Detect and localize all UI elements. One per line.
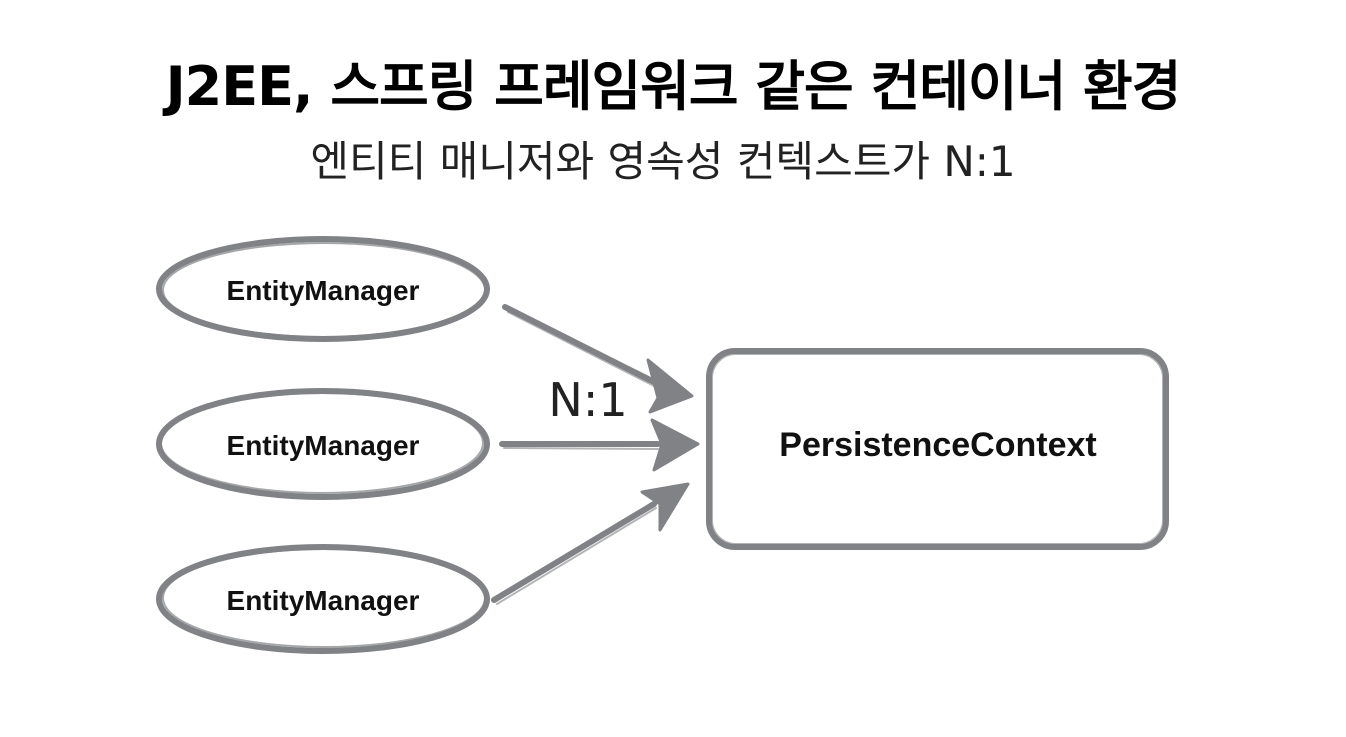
- arrow-3: [491, 482, 690, 605]
- slide-title: J2EE, 스프링 프레임워크 같은 컨테이너 환경: [165, 55, 1182, 118]
- arrowhead-3: [640, 482, 690, 532]
- entity-manager-node-1: EntityManager: [156, 236, 490, 342]
- entity-manager-label-1: EntityManager: [227, 275, 420, 306]
- persistence-context-label: PersistenceContext: [779, 426, 1096, 464]
- entity-manager-ellipse-3: [156, 544, 490, 654]
- entity-manager-ellipse-2: [156, 388, 490, 500]
- persistence-context-node: PersistenceContext: [706, 348, 1169, 550]
- arrow-2: [499, 418, 700, 472]
- entity-manager-node-3: EntityManager: [156, 544, 490, 654]
- arrow-1: [502, 304, 694, 414]
- entity-manager-label-3: EntityManager: [227, 585, 420, 616]
- entity-manager-ellipse-1: [156, 236, 490, 342]
- arrowhead-2: [650, 418, 700, 472]
- entity-manager-node-2: EntityManager: [156, 388, 490, 500]
- arrowhead-1: [646, 358, 694, 414]
- cardinality-label: N:1: [548, 373, 627, 427]
- slide-subtitle: 엔티티 매니저와 영속성 컨텍스트가 N:1: [310, 137, 1016, 186]
- entity-manager-label-2: EntityManager: [227, 430, 420, 461]
- persistence-context-box: [706, 348, 1169, 550]
